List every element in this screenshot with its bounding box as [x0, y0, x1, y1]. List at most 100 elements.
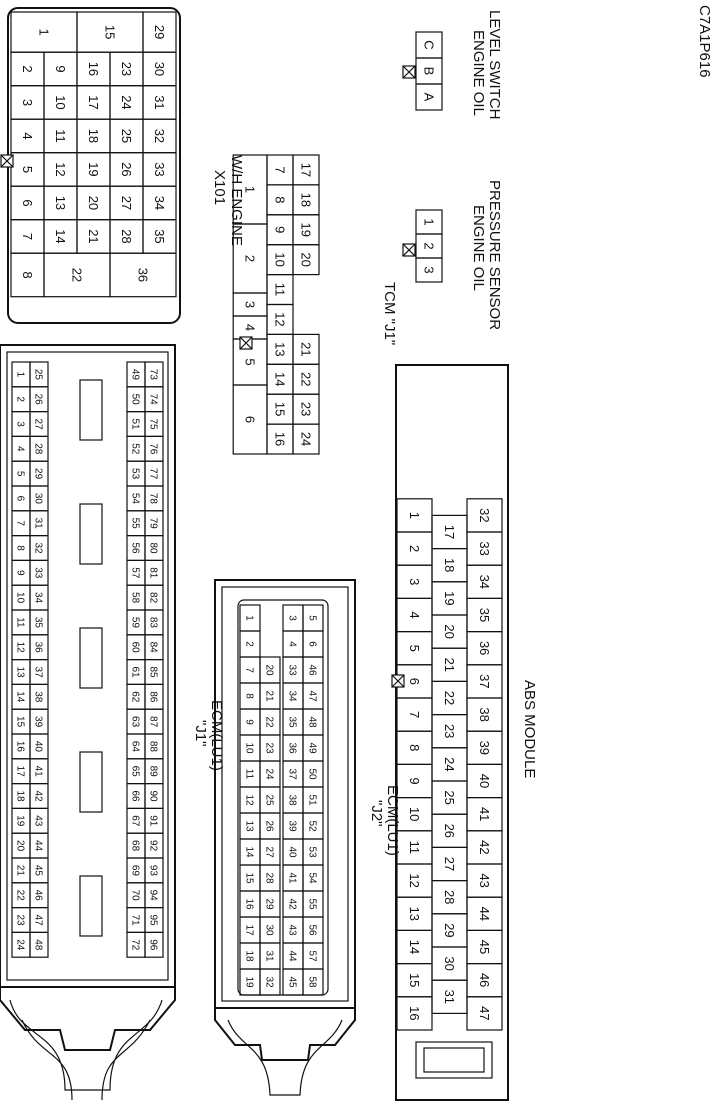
ecm-j1-pin-label: 27	[32, 418, 43, 430]
tcm-connector: 123456789101112131415161718192021222324 …	[232, 154, 398, 455]
eols-label: ENGINE OIL	[470, 30, 487, 116]
ecm-j2-pin-label: 54	[306, 872, 317, 884]
ecm-j1-pin-label: 13	[14, 666, 25, 678]
ecm-j1-pin-label: 19	[14, 815, 25, 827]
ecm-j2-pin-label: 22	[263, 716, 274, 728]
ecm-j1-pin-label: 56	[129, 542, 140, 554]
ecm-j1-slot	[79, 627, 103, 689]
eops-connector: 123 ENGINE OIL PRESSURE SENSOR	[402, 180, 503, 330]
ecm-j2-pin-label: 51	[306, 794, 317, 806]
ecm-j1-slot	[79, 379, 103, 441]
ecm-j2-pin-label: 5	[306, 615, 317, 621]
abs-pin-label: 19	[442, 591, 457, 605]
x101-pin-label: 20	[86, 196, 101, 210]
ecm-j1-pin-label: 93	[147, 865, 158, 877]
ecm-j2-pin-label: 53	[306, 846, 317, 858]
ecm-j1-pin-label: 42	[32, 790, 43, 802]
x101-pin-label: 33	[152, 162, 167, 176]
x101-pin-label: 16	[86, 62, 101, 76]
ecm-j1-pin-label: 17	[14, 766, 25, 778]
ecm-j2-pin-label: 46	[306, 664, 317, 676]
x101-pin-label: 11	[53, 129, 68, 143]
ecm-j1-pin-label: 16	[14, 741, 25, 753]
ecm-j2-pin-label: 35	[286, 716, 297, 728]
ecm-j1-pin-label: 82	[147, 592, 158, 604]
ecm-j1-pin-label: 89	[147, 766, 158, 778]
ecm-j2-pin-label: 13	[243, 820, 254, 832]
abs-pin-label: 24	[442, 757, 457, 771]
x101-pin-label: 34	[152, 196, 167, 210]
ecm-j2-connector: 1278910111213141516171819202122232425262…	[214, 579, 401, 1096]
x101-cell	[109, 252, 177, 298]
ecm-j1-pin-label: 44	[32, 840, 43, 852]
abs-pin-label: 7	[407, 711, 422, 718]
ecm-j1-pin-label: 8	[14, 545, 25, 551]
abs-pin-label: 25	[442, 790, 457, 804]
tcm-cell	[292, 244, 320, 276]
abs-pin-label: 43	[477, 873, 492, 887]
ecm-j2-pin-label: 18	[243, 950, 254, 962]
x101-pin-label: 19	[86, 162, 101, 176]
ecm-j1-pin-label: 67	[129, 815, 140, 827]
ecm-j1-pin-label: 94	[147, 890, 158, 902]
ecm-j2-pin-label: 38	[286, 794, 297, 806]
diagram-code: C7A1P616	[696, 5, 710, 78]
ecm-j2-pin-label: 19	[243, 976, 254, 988]
ecm-j2-pin-label: 43	[286, 924, 297, 936]
x101-pin-label: 5	[20, 166, 35, 173]
abs-pin-label: 6	[407, 678, 422, 685]
ecm-j1-pin-label: 76	[147, 443, 158, 455]
ecm-j1-pin-label: 73	[147, 369, 158, 381]
eops-pin-label: 1	[421, 218, 436, 225]
ecm-j2-pin-label: 11	[243, 769, 254, 780]
abs-cell	[466, 498, 503, 533]
x101-pin-label: 8	[20, 271, 35, 278]
eops-label-2: PRESSURE SENSOR	[486, 180, 503, 330]
x101-pin-label: 6	[20, 199, 35, 206]
ecm-j2-pin-label: 29	[263, 898, 274, 910]
ecm-j2-pin-label: 55	[306, 898, 317, 910]
ecm-j1-pin-label: 38	[32, 691, 43, 703]
ecm-j1-pin-label: 5	[14, 471, 25, 477]
tcm-pin-label: 14	[272, 372, 287, 386]
x101-pin-label: 7	[20, 233, 35, 240]
abs-pin-label: 9	[407, 777, 422, 784]
abs-latch-icon	[415, 1041, 493, 1079]
abs-pin-label: 34	[477, 575, 492, 589]
ecm-j2-cell	[302, 968, 324, 996]
x101-pin-label: 1	[36, 28, 51, 35]
x101-pin-label: 23	[119, 62, 134, 76]
ecm-j2-pin-label: 25	[263, 794, 274, 806]
abs-outline	[395, 364, 509, 1101]
eols-pin-label: C	[421, 40, 436, 49]
x101-pin-label: 18	[86, 129, 101, 143]
tcm-pin-label: 15	[272, 402, 287, 416]
abs-pin-label: 1	[407, 512, 422, 519]
tcm-pin-label: 24	[298, 432, 313, 446]
ecm-j1-pin-label: 95	[147, 914, 158, 926]
ecm-j1-pin-label: 6	[14, 496, 25, 502]
ecm-j2-pin-label: 42	[286, 898, 297, 910]
ecm-j1-pin-label: 21	[14, 865, 25, 877]
ecm-j1-pin-label: 64	[129, 741, 140, 753]
x101-pin-label: 10	[53, 95, 68, 109]
ecm-j2-pin-label: 52	[306, 820, 317, 832]
abs-pin-label: 5	[407, 645, 422, 652]
ecm-j1-pin-label: 66	[129, 790, 140, 802]
ecm-j1-pin-label: 51	[129, 418, 140, 430]
x101-label: X101	[211, 170, 228, 205]
x101-pin-label: 4	[20, 132, 35, 139]
tcm-pin-label: 13	[272, 342, 287, 356]
x101-pin-label: 36	[135, 268, 150, 282]
ecm-j1-pin-label: 2	[14, 396, 25, 402]
ecm-j1-pin-label: 90	[147, 790, 158, 802]
tcm-pin-label: 1	[242, 186, 257, 193]
ecm-j1-pin-label: 65	[129, 766, 140, 778]
ecm-j2-label-2: ECM(LU1)	[384, 785, 401, 856]
ecm-j2-pin-label: 31	[263, 950, 274, 962]
tcm-pin-label: 17	[298, 163, 313, 177]
abs-pin-label: 14	[407, 940, 422, 954]
x101-pin-label: 35	[152, 229, 167, 243]
abs-pin-label: 36	[477, 641, 492, 655]
